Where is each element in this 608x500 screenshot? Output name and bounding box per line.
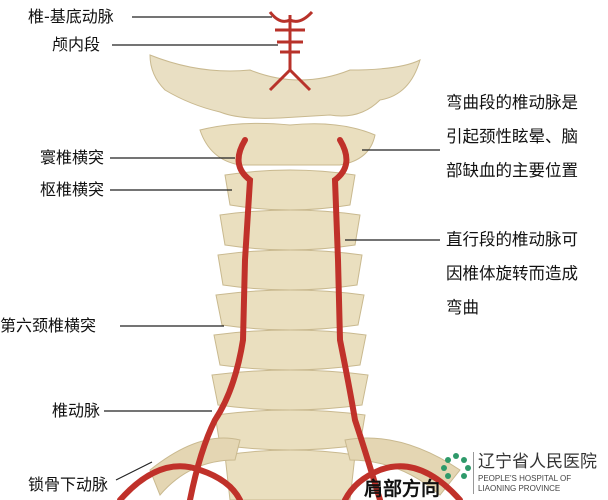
atlas-vertebra	[199, 122, 376, 166]
note-line: 直行段的椎动脉可	[446, 230, 578, 249]
note-line: 引起颈性眩晕、脑	[446, 127, 578, 146]
note-line: 因椎体旋转而造成	[446, 264, 578, 283]
note-line: 弯曲段的椎动脉是	[446, 93, 578, 112]
note-line: 弯曲	[446, 298, 479, 317]
label-axis-transverse-process: 枢椎横突	[40, 180, 105, 199]
note-line: 部缺血的主要位置	[446, 161, 578, 180]
vertebrae	[211, 169, 369, 500]
skull-base	[149, 54, 421, 119]
hospital-logo-icon	[441, 452, 474, 494]
basilar-artery	[268, 10, 314, 92]
hospital-name: 辽宁省人民医院	[478, 452, 597, 472]
hospital-subtitle: PEOPLE'S HOSPITAL OF LIAONING PROVINCE	[478, 474, 572, 493]
label-atlas-transverse-process: 寰椎横突	[40, 148, 105, 167]
label-subclavian-artery: 锁骨下动脉	[28, 475, 109, 494]
note-curved-segment: 弯曲段的椎动脉是 引起颈性眩晕、脑 部缺血的主要位置	[446, 86, 578, 188]
label-vertebrobasilar-artery: 椎-基底动脉	[28, 7, 114, 26]
leader-lines	[104, 16, 440, 481]
direction-label: 肩部方向	[364, 478, 441, 500]
label-c6-transverse-process: 第六颈椎横突	[0, 316, 97, 335]
vertebral-arteries	[117, 137, 463, 500]
note-straight-segment: 直行段的椎动脉可 因椎体旋转而造成 弯曲	[446, 223, 578, 325]
label-vertebral-artery: 椎动脉	[52, 401, 101, 420]
label-intracranial-segment: 颅内段	[52, 35, 101, 54]
